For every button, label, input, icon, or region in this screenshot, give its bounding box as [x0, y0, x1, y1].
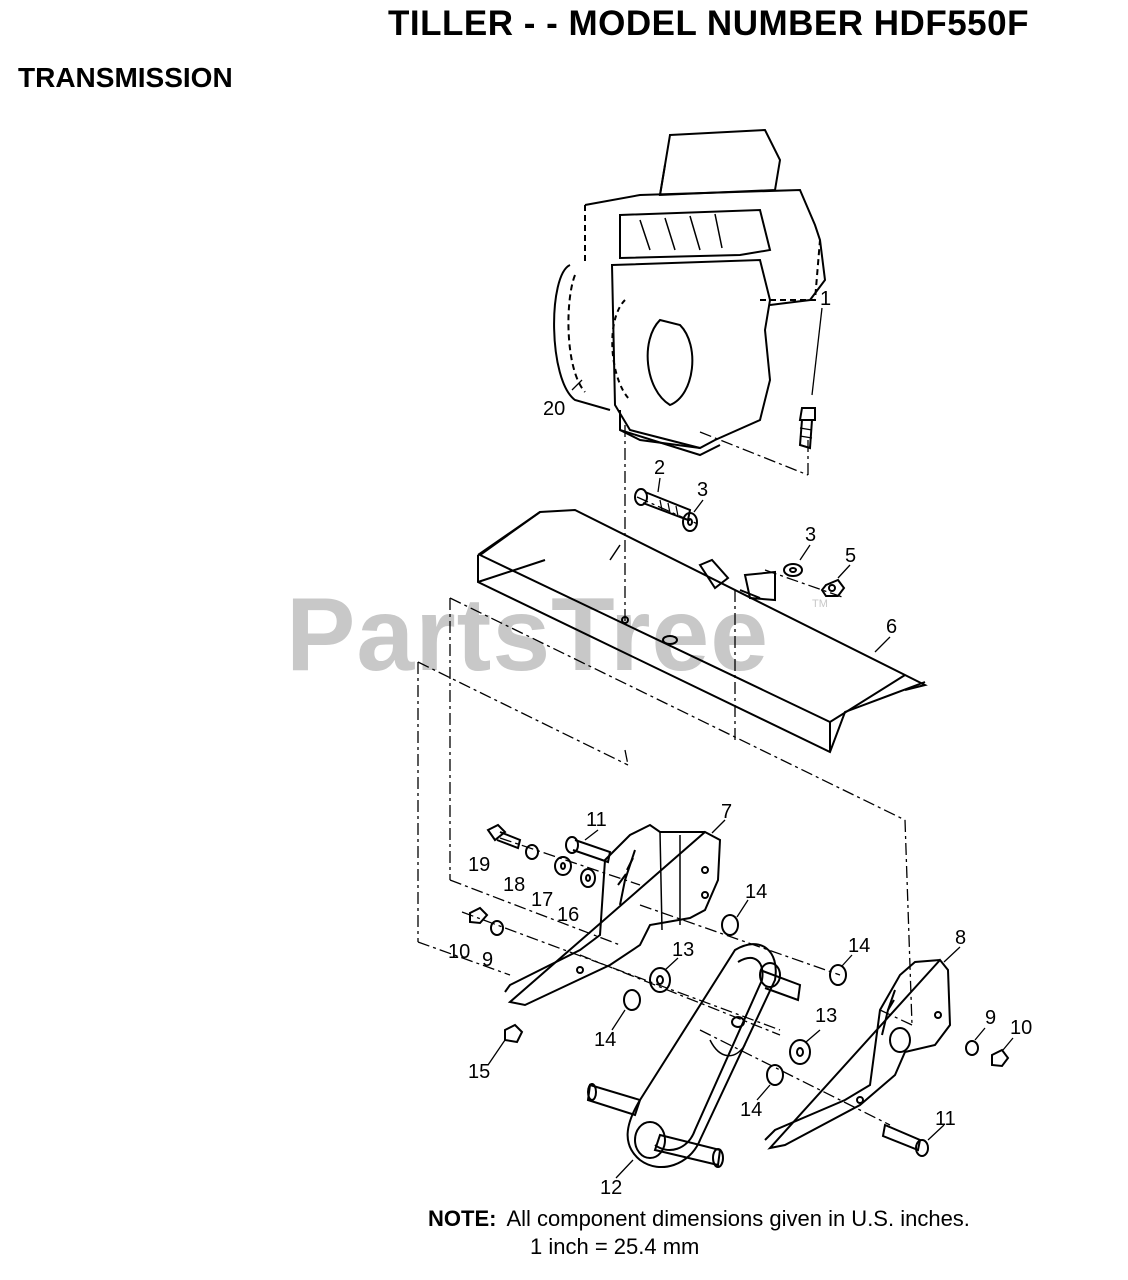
- lockwasher-part-9a[interactable]: [490, 920, 504, 936]
- bearing-part-13b[interactable]: [789, 1039, 811, 1065]
- part-label-2: 2: [654, 457, 665, 479]
- watermark-tm: TM: [812, 598, 828, 610]
- washer-part-17[interactable]: [554, 856, 572, 876]
- part-label-13b: 13: [815, 1005, 837, 1027]
- part-label-8: 8: [955, 927, 966, 949]
- part-label-18: 18: [503, 874, 525, 896]
- bearing-part-13a[interactable]: [649, 967, 671, 993]
- spacer-part-14b[interactable]: [829, 964, 847, 986]
- nut-part-15[interactable]: [504, 1023, 524, 1044]
- section-title: TRANSMISSION: [18, 62, 233, 93]
- nut-part-5[interactable]: [820, 578, 846, 597]
- engine-part-20[interactable]: [553, 128, 827, 457]
- tine-shield-part-6[interactable]: [477, 508, 928, 754]
- part-label-5: 5: [845, 545, 856, 567]
- part-label-14b: 14: [848, 935, 870, 957]
- part-label-20: 20: [543, 398, 565, 420]
- part-label-10a: 10: [448, 941, 470, 963]
- part-label-6: 6: [886, 616, 897, 638]
- part-label-15: 15: [468, 1061, 490, 1083]
- note-line-2: 1 inch = 25.4 mm: [530, 1234, 700, 1259]
- page-title: TILLER - - MODEL NUMBER HDF550F: [388, 4, 1029, 43]
- part-label-11b: 11: [935, 1108, 956, 1130]
- part-label-1: 1: [820, 288, 831, 310]
- bolt-part-11b[interactable]: [881, 1123, 929, 1157]
- part-label-16: 16: [557, 904, 579, 926]
- part-label-9b: 9: [985, 1007, 996, 1029]
- lockwasher-part-18[interactable]: [525, 844, 539, 860]
- cap-screw-part-1[interactable]: [798, 407, 816, 450]
- part-label-14a: 14: [745, 881, 767, 903]
- carriage-bolt-part-2[interactable]: [634, 488, 692, 522]
- part-label-13a: 13: [672, 939, 694, 961]
- note-text: All component dimensions given in U.S. i…: [506, 1206, 970, 1231]
- part-label-17: 17: [531, 889, 553, 911]
- lockwasher-part-3a[interactable]: [682, 512, 698, 532]
- part-label-14c: 14: [594, 1029, 616, 1051]
- side-plate-part-8[interactable]: [764, 958, 952, 1150]
- part-label-11a: 11: [586, 809, 607, 831]
- lockwasher-part-9b[interactable]: [965, 1040, 979, 1056]
- nut-part-10b[interactable]: [991, 1048, 1010, 1068]
- spacer-part-14d[interactable]: [766, 1064, 784, 1086]
- lockwasher-part-3b[interactable]: [783, 563, 803, 577]
- part-label-19: 19: [468, 854, 490, 876]
- spacer-part-14a[interactable]: [721, 914, 739, 936]
- bolt-part-11a[interactable]: [565, 836, 612, 864]
- nut-part-10a[interactable]: [469, 906, 489, 925]
- part-label-9a: 9: [482, 949, 493, 971]
- transmission-part-12[interactable]: [586, 943, 802, 1169]
- leader-lines: [487, 307, 1014, 1179]
- part-label-12: 12: [600, 1177, 622, 1199]
- bolt-part-19[interactable]: [486, 823, 522, 850]
- part-label-7: 7: [721, 801, 732, 823]
- part-label-3b: 3: [805, 524, 816, 546]
- part-labels: 1 2 3 3 5 6 7 8 9 9 10 10 11 11 12 13 13…: [448, 288, 1032, 1199]
- note-line-1: NOTE: All component dimensions given in U…: [428, 1206, 970, 1232]
- part-label-10b: 10: [1010, 1017, 1032, 1039]
- washer-part-16[interactable]: [580, 868, 596, 888]
- note-label: NOTE:: [428, 1206, 497, 1231]
- part-label-14d: 14: [740, 1099, 762, 1121]
- part-label-3a: 3: [697, 479, 708, 501]
- spacer-part-14c[interactable]: [623, 989, 641, 1011]
- assembly-lines: [417, 425, 913, 1126]
